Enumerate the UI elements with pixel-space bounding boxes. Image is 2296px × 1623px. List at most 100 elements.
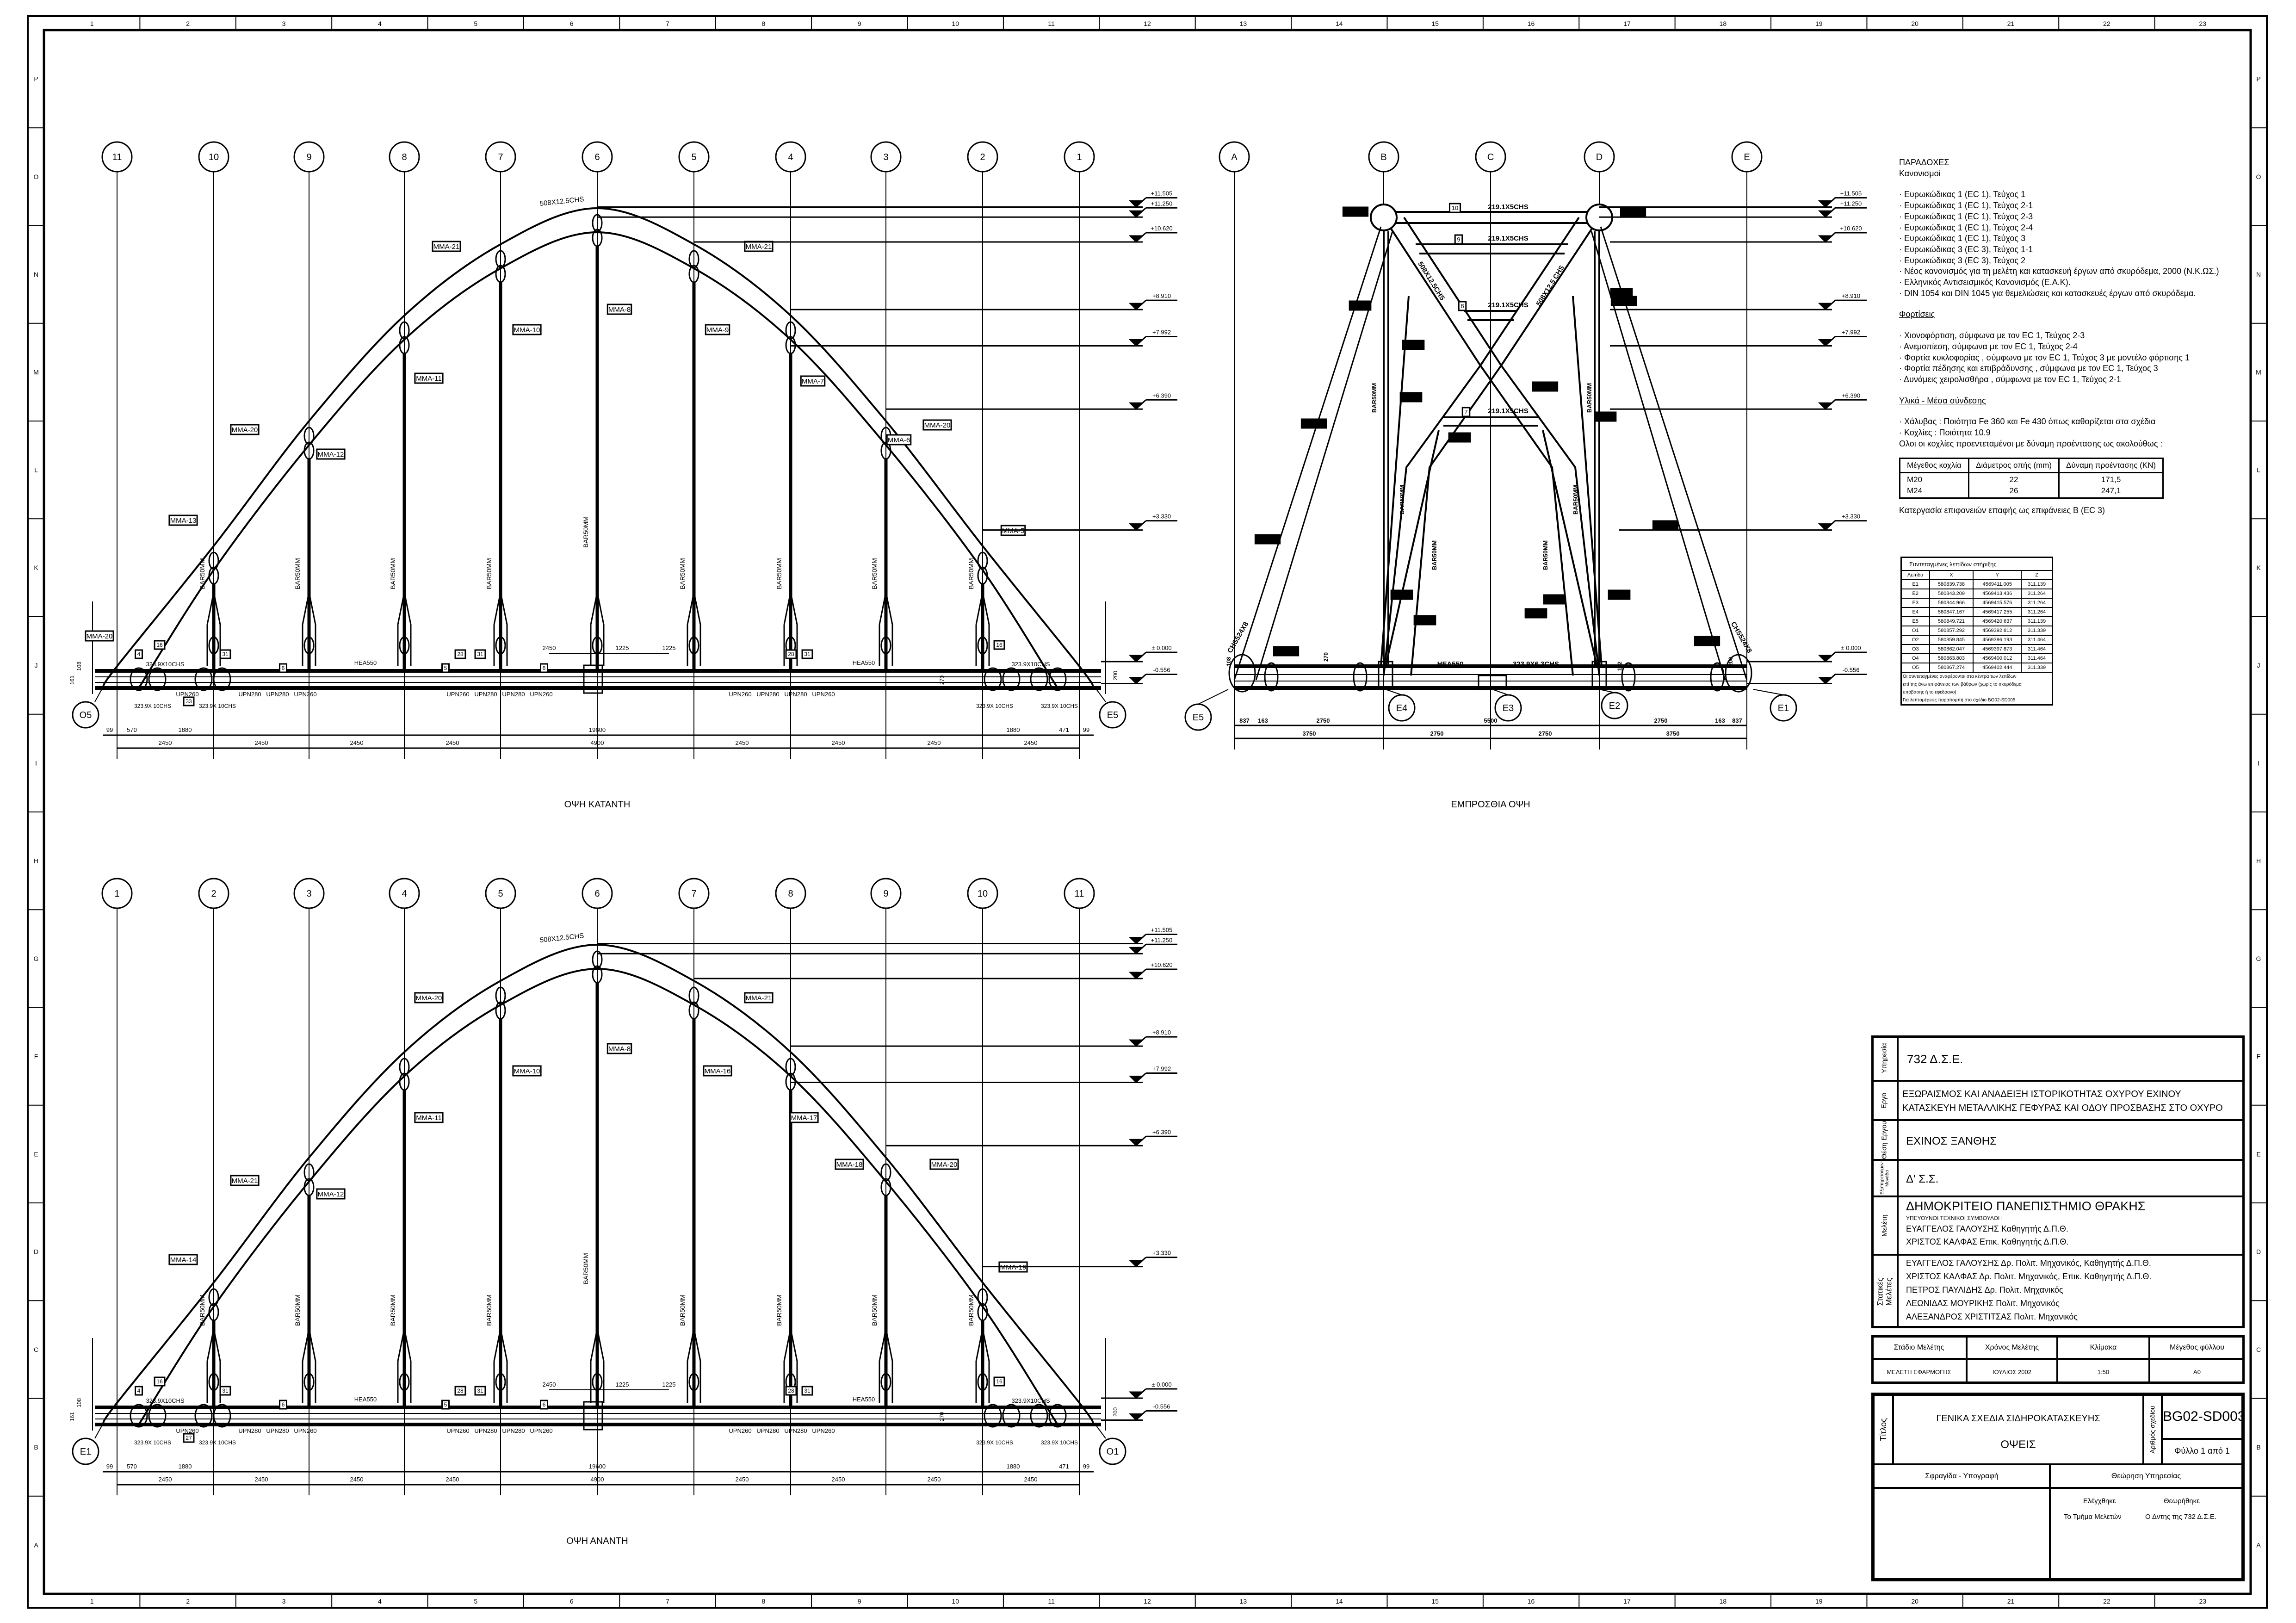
grid-row-label: I [35, 759, 37, 767]
coords-cell: 4569402.444 [1973, 663, 2022, 673]
grid-axis-bubble-circle [582, 878, 613, 909]
member-tag: MMA-7 [802, 378, 824, 385]
coords-header: Z [2021, 570, 2053, 580]
level-label: +6.390 [1152, 392, 1171, 399]
grid-row-label: O [2256, 173, 2261, 180]
grid-row-label: K [34, 564, 38, 571]
grid-column-label: 21 [2007, 1598, 2015, 1605]
study-info-header: Μέγεθος φύλλου [2149, 1335, 2245, 1359]
deck-section-label: UPN260 [812, 691, 835, 698]
part-mark-box [801, 1386, 813, 1396]
grid-axis-bubble-circle [582, 141, 613, 173]
level-leader [1824, 207, 1836, 218]
level-label: +10.620 [1151, 225, 1172, 232]
deck-tube-section [213, 1404, 231, 1428]
support-bubble-circle [1184, 703, 1212, 731]
grid-column-label: 11 [1048, 20, 1055, 27]
deck-section-label: UPN280 [502, 1427, 525, 1434]
grid-axis-bubble-circle [1368, 141, 1399, 173]
study-info-value: ΜΕΛΕΤΗ ΕΦΑΡΜΟΓΗΣ [1871, 1359, 1967, 1384]
grid-row-label: L [2257, 466, 2260, 474]
member-tag: MMA-3 [1392, 591, 1411, 598]
level-leader [1824, 399, 1836, 410]
hanger-pin-joint [592, 214, 603, 232]
support-bubble-label: E2 [1609, 701, 1620, 711]
grid-axis-bubble-circle [198, 878, 229, 909]
grid-axis-bubble-circle [198, 141, 229, 173]
grid-axis-bubble-label: B [1380, 152, 1386, 162]
member-tag-box [1594, 411, 1617, 422]
level-leader [1135, 674, 1147, 684]
grid-axis-bubble-circle [775, 141, 806, 173]
part-mark: 5 [444, 1401, 447, 1408]
codes-list: Ευρωκώδικας 1 (EC 1), Τεύχος 1Ευρωκώδικα… [1899, 189, 2251, 299]
hanger-pin-joint [495, 265, 506, 283]
part-mark: 28 [788, 651, 794, 657]
unit-cell: Δ' Σ.Σ. [1898, 1160, 2245, 1196]
grid-axis-bubble-circle [1475, 141, 1506, 173]
hanger-rod [1572, 296, 1603, 667]
part-mark-box [1458, 301, 1467, 311]
deck-section-label: UPN260 [294, 691, 316, 698]
hanger-pin-joint [785, 1058, 796, 1076]
hanger-pin-joint [208, 1373, 219, 1391]
deck-section-label: 323.9X 10CHS [1041, 1439, 1078, 1446]
member-tag-box [1300, 418, 1327, 429]
level-label: +10.620 [1151, 961, 1172, 968]
coords-cell: 4569417.255 [1973, 607, 2022, 617]
service-cell: 732 Δ.Σ.Ε. [1898, 1035, 2245, 1081]
dimension-text: 19600 [589, 726, 606, 733]
dimension-text: 4900 [591, 739, 604, 746]
deck-section-label: UPN260 [176, 691, 198, 698]
grid-column-label: 23 [2199, 20, 2207, 27]
coords-cell: O4 [1900, 653, 1930, 663]
dimension-text: 2750 [1430, 730, 1444, 737]
dimension-text: 2450 [446, 739, 459, 746]
dimension-text: 837 [1239, 717, 1250, 724]
deck-splice-plate [583, 664, 603, 694]
grid-axis-bubble-circle [678, 878, 710, 909]
arch-leg-line [1590, 231, 1726, 681]
member-tag-box [414, 372, 444, 384]
materials-list: Χάλυβας : Ποιότητα Fe 360 και Fe 430 όπω… [1899, 416, 2251, 438]
arch-section-label: 508X12.5CHS [1416, 260, 1446, 302]
note-item: Χιονοφόρτιση, σύμφωνα με τον EC 1, Τεύχο… [1899, 330, 2251, 341]
grid-column-label: 2 [186, 20, 190, 27]
hanger-pin-joint [399, 636, 410, 655]
arch-tube-right [1500, 217, 1600, 676]
hanger-section-label: BAR50MM [871, 1295, 878, 1326]
grid-row-label: B [2256, 1443, 2260, 1451]
part-mark: 28 [788, 1388, 794, 1394]
grid-column-label: 6 [570, 1598, 574, 1605]
grid-axis-bubble-label: 4 [402, 889, 407, 899]
grid-row-label: D [34, 1248, 38, 1256]
hanger-pin-joint [880, 636, 891, 655]
support-bubble-label: E5 [1193, 712, 1204, 723]
member-tag: 17-MMA [1275, 648, 1297, 655]
part-mark: 9 [1457, 236, 1460, 243]
member-tag-box [1402, 340, 1425, 350]
deck-section-label: UPN260 [446, 691, 469, 698]
member-tag: MMA-11 [1534, 383, 1556, 390]
grid-column-label: 9 [858, 1598, 861, 1605]
part-mark: 5 [444, 665, 447, 671]
grid-column-label: 7 [666, 1598, 669, 1605]
part-mark: 16 [996, 642, 1003, 648]
member-tag: MMA-12 [318, 451, 344, 458]
coords-cell: 580867.274 [1929, 663, 1974, 673]
grid-axis-bubble-label: E [1744, 152, 1750, 162]
part-mark: 10 [1452, 204, 1458, 211]
coords-cell: 580849.721 [1929, 616, 1974, 626]
member-tag: MMA-6 [888, 436, 910, 444]
member-tag-box [1532, 381, 1559, 392]
arch-spring-section [1725, 654, 1752, 693]
member-tag: MMA-8 [608, 1045, 631, 1053]
grid-row-label: P [2256, 75, 2260, 83]
design-assumptions-notes: ΠΑΡΑΔΟΧΕΣ Κανονισμοί Ευρωκώδικας 1 (EC 1… [1899, 157, 2251, 516]
member-tag: 20-MMA [1696, 638, 1718, 644]
grid-column-label: 21 [2007, 20, 2015, 27]
hanger-pin-joint [303, 1163, 315, 1182]
coords-cell: 311.464 [2021, 635, 2053, 645]
level-leader [1135, 944, 1147, 954]
